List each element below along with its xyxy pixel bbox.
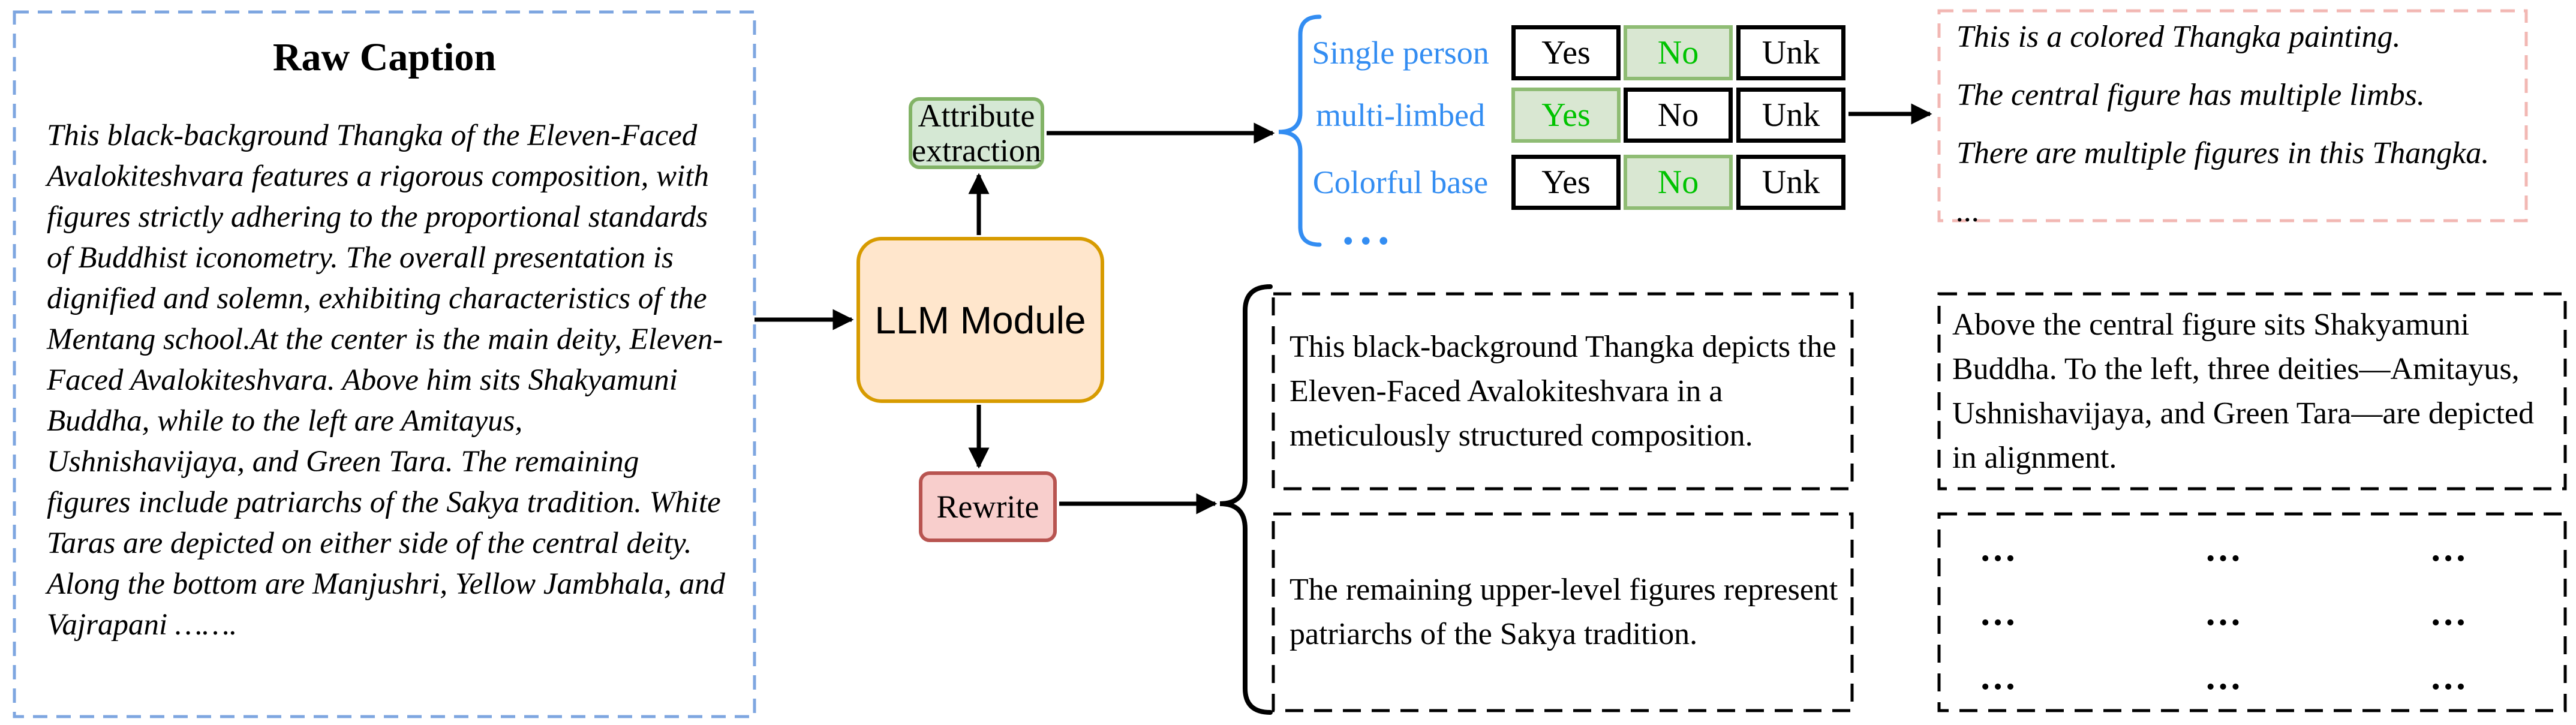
cell-colorful-base-unk: Unk bbox=[1736, 155, 1845, 210]
ellipsis-row: … … … bbox=[1979, 528, 2471, 570]
ellipsis: … bbox=[2430, 657, 2471, 697]
ellipsis: … bbox=[2204, 592, 2246, 633]
ellipsis: … bbox=[2430, 592, 2471, 633]
rewrite-output-2: Above the central figure sits Shakyamuni… bbox=[1952, 307, 2534, 475]
ellipsis: … bbox=[1979, 528, 2021, 569]
attribute-more-indicator: ... bbox=[1342, 202, 1396, 254]
ellipsis-row: … … … bbox=[1979, 592, 2471, 634]
attribute-label-multi-limbed: multi-limbed bbox=[1316, 97, 1485, 133]
attribute-sentence-1: This is a colored Thangka painting. bbox=[1956, 20, 2401, 54]
cell-single-person-unk: Unk bbox=[1736, 25, 1845, 80]
attribute-sentence-3: There are multiple figures in this Thang… bbox=[1956, 136, 2490, 170]
rewrite-outputs-brace bbox=[1219, 284, 1273, 715]
attribute-label-single-person: Single person bbox=[1312, 35, 1489, 71]
cell-single-person-yes: Yes bbox=[1511, 25, 1621, 80]
cell-multi-limbed-no: No bbox=[1624, 88, 1733, 143]
cell-single-person-no: No bbox=[1624, 25, 1733, 80]
cell-multi-limbed-unk: Unk bbox=[1736, 88, 1845, 143]
raw-caption-text: This black-background Thangka of the Ele… bbox=[47, 119, 725, 642]
cell-multi-limbed-yes: Yes bbox=[1511, 88, 1621, 143]
rewrite-node: Rewrite bbox=[919, 471, 1057, 542]
raw-caption-title: Raw Caption bbox=[272, 35, 497, 79]
ellipsis: … bbox=[1979, 657, 2021, 697]
ellipsis: … bbox=[2204, 528, 2246, 569]
rewrite-output-1: This black-background Thangka depicts th… bbox=[1289, 329, 1836, 453]
cell-colorful-base-no: No bbox=[1624, 155, 1733, 210]
llm-module-node: LLM Module bbox=[856, 237, 1104, 403]
ellipsis-row: … … … bbox=[1979, 656, 2471, 699]
attribute-label-colorful-base: Colorful base bbox=[1312, 164, 1489, 200]
ellipsis: … bbox=[2430, 528, 2471, 569]
attribute-sentence-more: ... bbox=[1956, 194, 1980, 228]
attribute-sentence-2: The central figure has multiple limbs. bbox=[1956, 78, 2425, 112]
ellipsis: … bbox=[1979, 592, 2021, 633]
rewrite-output-ellipsis-grid: … … … … … … … … … bbox=[1979, 528, 2471, 699]
attribute-extraction-node: Attribute extraction bbox=[909, 97, 1044, 169]
ellipsis: … bbox=[2204, 657, 2246, 697]
attribute-sentences: This is a colored Thangka painting. The … bbox=[1956, 20, 2514, 228]
cell-colorful-base-yes: Yes bbox=[1511, 155, 1621, 210]
rewrite-output-3: The remaining upper-level figures repres… bbox=[1289, 573, 1838, 651]
